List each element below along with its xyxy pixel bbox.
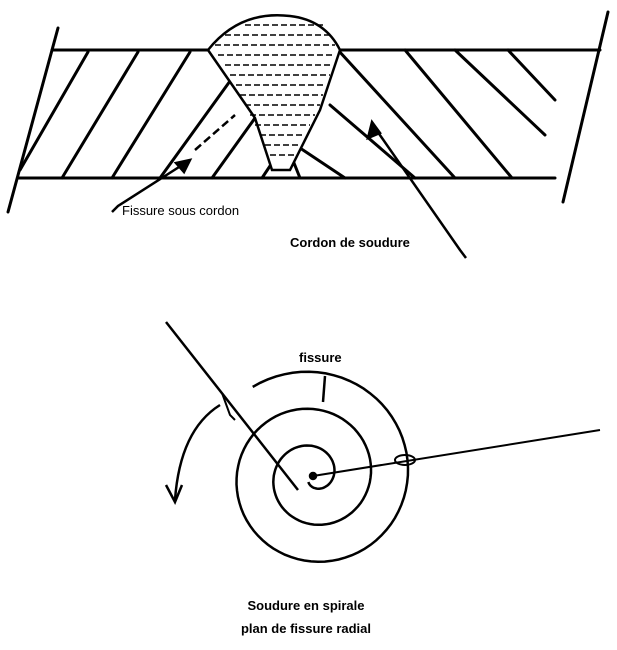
caption-line-1: Soudure en spirale [247,598,365,613]
crack-notch-left [221,392,236,421]
weld-bead [206,14,342,172]
leader-lines [111,114,467,259]
bead-leader [373,127,467,259]
fissure-leader [321,375,327,403]
left-break-line [6,26,60,214]
bead-arrowhead-icon [366,119,382,141]
underbead-crack [194,114,236,151]
crack-leader [111,158,191,213]
spiral-figure [164,321,601,564]
right-break-line [561,10,610,204]
spiral-center [308,471,318,481]
radial-line-right [312,429,601,477]
crack-arrowhead-icon [173,158,193,175]
label-underbead-crack: Fissure sous cordon [122,203,240,218]
radial-line-left [165,321,299,491]
rotation-arrow [173,403,221,501]
crack-notch-right [394,454,416,466]
plate-cross-section [6,10,610,214]
label-weld-bead: Cordon de soudure [290,235,410,250]
caption-line-2: plan de fissure radial [240,621,372,636]
rotation-arrowhead-icon [164,484,184,505]
spiral-weld [235,370,410,564]
label-fissure: fissure [299,350,342,365]
